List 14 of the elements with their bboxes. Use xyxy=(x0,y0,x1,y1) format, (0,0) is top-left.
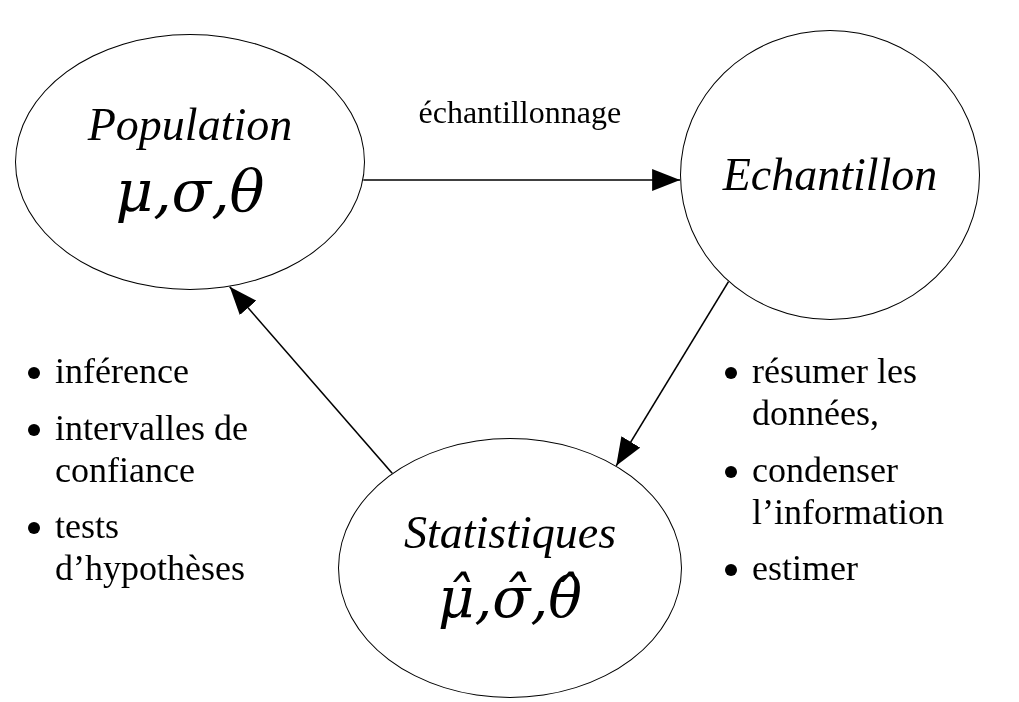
list-item-text: résumer les données, xyxy=(752,350,918,434)
math-symbols: μ̂,σ̂,θ̂ xyxy=(438,566,582,629)
node-title: Statistiques xyxy=(403,507,617,559)
list-item-text: inférence xyxy=(55,350,190,392)
arrow xyxy=(228,285,393,475)
arrow xyxy=(615,280,730,467)
math-symbols: μ,σ,θ xyxy=(115,160,265,225)
list-item-text: condenser l’information xyxy=(752,449,945,533)
list-item-text: tests d’hypothèses xyxy=(55,505,246,589)
list-item-text: estimer xyxy=(752,547,859,589)
node-title: Population xyxy=(87,99,293,151)
list-item-text: intervalles de confiance xyxy=(55,407,249,491)
arrow xyxy=(362,169,681,191)
node-title: Echantillon xyxy=(722,149,938,201)
